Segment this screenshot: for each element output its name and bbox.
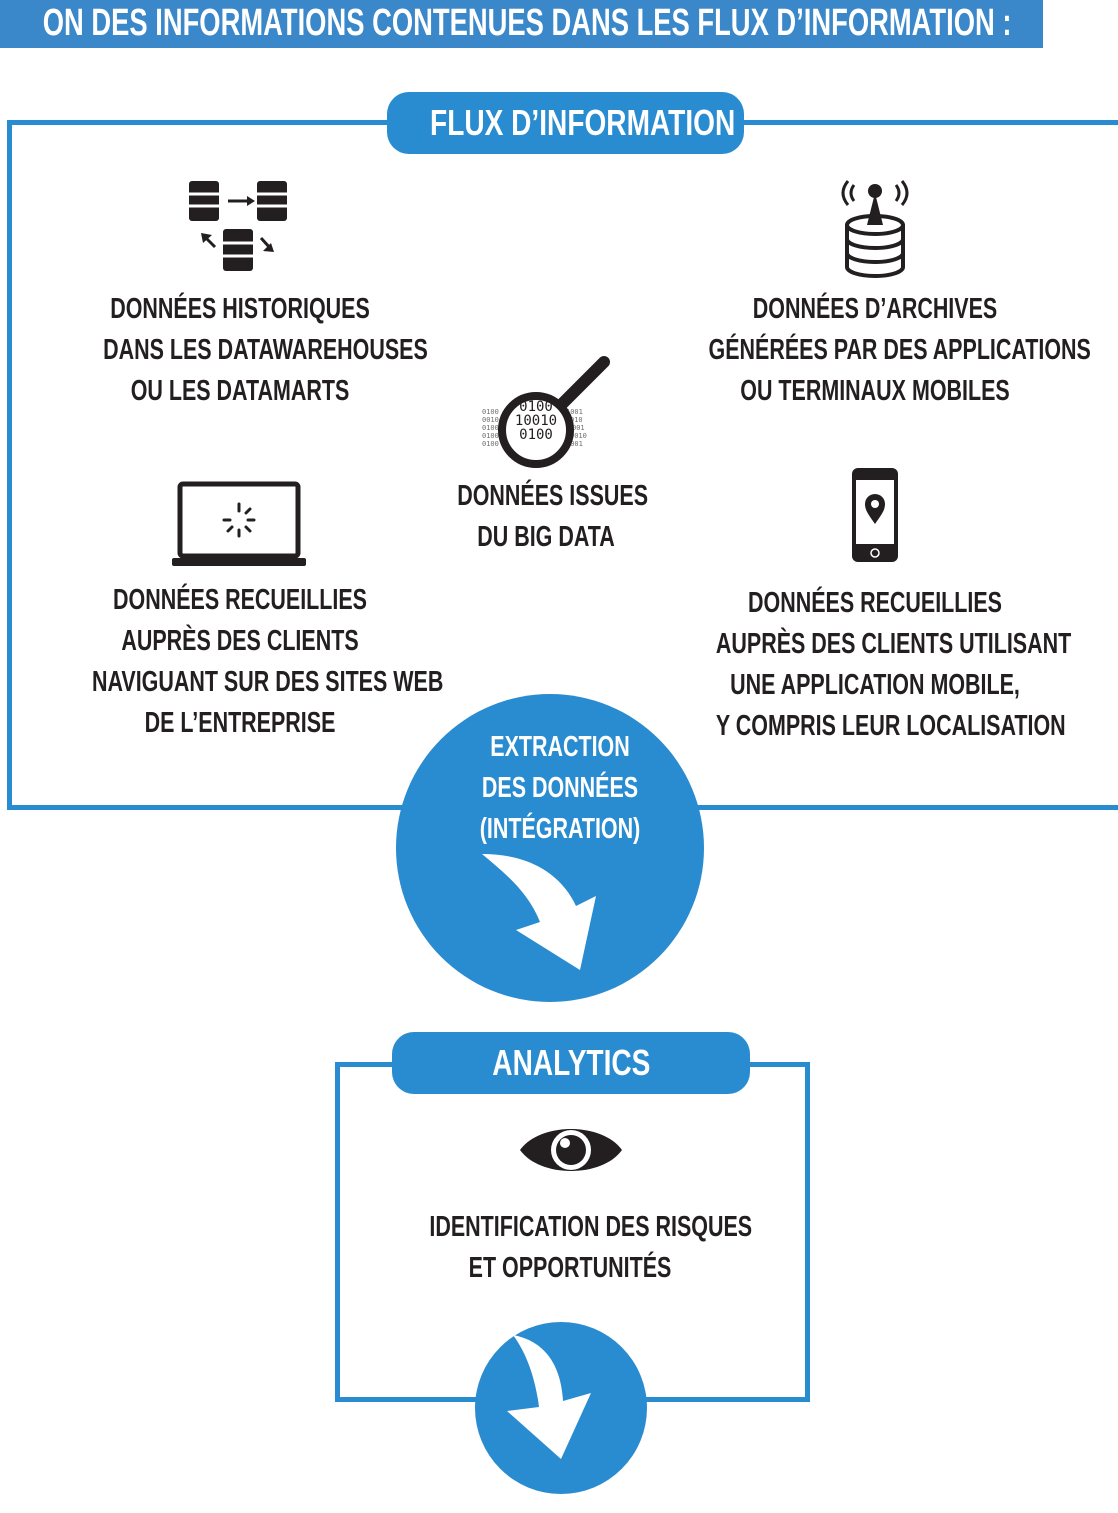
svg-text:0100: 0100 [482, 440, 499, 448]
flux-title-pill: FLUX D’INFORMATION [387, 92, 744, 154]
extraction-label: EXTRACTION DES DONNÉES (INTÉGRATION) [479, 731, 641, 845]
binary-line: 10010 [514, 413, 558, 429]
curved-arrow-icon [482, 854, 596, 970]
binary-line: 0100 [519, 427, 553, 443]
flux-title: FLUX D’INFORMATION [430, 102, 736, 143]
database-sync-icon [189, 181, 287, 271]
svg-text:0010: 0010 [482, 416, 499, 424]
header-title: ON DES INFORMATIONS CONTENUES DANS LES F… [42, 2, 1011, 44]
down-arrow-icon [507, 1335, 591, 1459]
svg-text:1001: 1001 [566, 408, 583, 416]
analytics-title-pill: ANALYTICS [392, 1032, 750, 1094]
smartphone-location-icon [852, 468, 898, 562]
svg-text:010: 010 [570, 416, 583, 424]
analytics-title: ANALYTICS [491, 1042, 651, 1083]
archives-data-label: DONNÉES D’ARCHIVES GÉNÉRÉES PAR DES APPL… [708, 293, 1091, 407]
svg-text:1001: 1001 [566, 440, 583, 448]
svg-text:0010: 0010 [570, 432, 587, 440]
eye-icon [520, 1129, 622, 1171]
websites-data-label: DONNÉES RECUEILLIES AUPRÈS DES CLIENTS N… [92, 584, 444, 739]
binary-line: 0100 [519, 399, 553, 415]
svg-text:0100: 0100 [482, 408, 499, 416]
header-banner: ON DES INFORMATIONS CONTENUES DANS LES F… [0, 0, 1043, 48]
historical-data-label: DONNÉES HISTORIQUES DANS LES DATAWAREHOU… [103, 293, 428, 407]
svg-text:0100: 0100 [482, 432, 499, 440]
database-antenna-icon [841, 180, 909, 278]
analytics-label: IDENTIFICATION DES RISQUES ET OPPORTUNIT… [429, 1211, 753, 1284]
bigdata-label: DONNÉES ISSUES DU BIG DATA [457, 480, 649, 553]
svg-text:0100: 0100 [482, 424, 499, 432]
svg-text:001: 001 [572, 424, 585, 432]
mobile-data-label: DONNÉES RECUEILLIES AUPRÈS DES CLIENTS U… [715, 587, 1072, 742]
laptop-loading-icon [172, 481, 306, 566]
